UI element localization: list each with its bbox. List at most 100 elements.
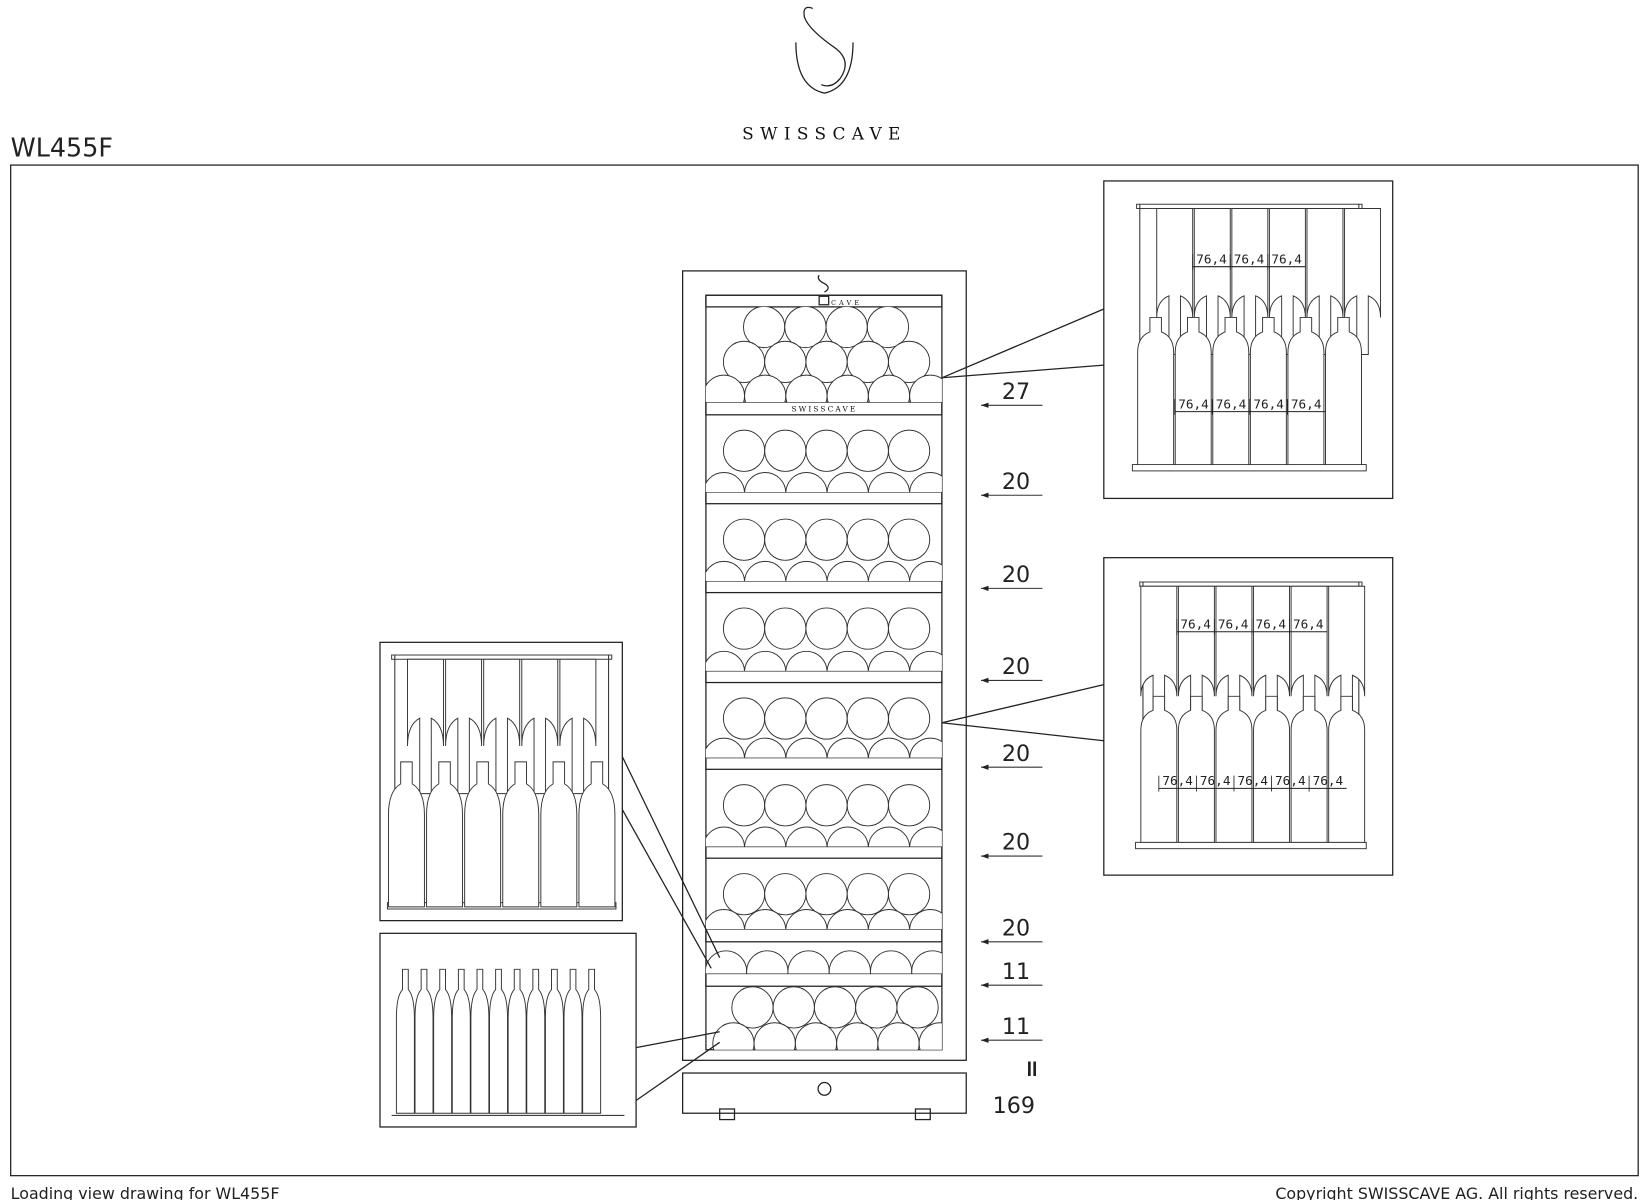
shelf-dimension: 20	[1002, 741, 1030, 767]
bottle-end	[909, 826, 942, 847]
bottle-end	[764, 784, 807, 827]
bottle-width-label: 76,4	[1162, 773, 1193, 788]
bottle-width-label: 76,4	[1178, 396, 1209, 411]
leader-line	[941, 684, 1104, 724]
foot-right	[914, 1108, 931, 1121]
arrow-left-icon	[981, 1037, 989, 1043]
bottle	[387, 761, 425, 908]
bottle-end	[911, 950, 942, 974]
bottle-end	[705, 472, 745, 493]
bottle	[540, 761, 578, 908]
bottle-width-label: 76,4	[1218, 617, 1249, 632]
bottle	[1287, 316, 1325, 466]
bottle	[426, 761, 464, 908]
leader-line	[941, 722, 1104, 742]
bottle-end	[909, 650, 942, 671]
bottle-end	[744, 374, 787, 403]
drawing-frame	[10, 164, 1639, 1177]
foot-left	[719, 1108, 736, 1121]
bottle-end	[846, 697, 889, 740]
leader-line	[941, 364, 1104, 379]
bottle	[433, 968, 453, 1114]
arrow-left-icon	[981, 585, 989, 592]
leader-line	[621, 809, 712, 969]
bottle-end	[867, 560, 911, 581]
bottle	[483, 658, 521, 795]
bottle-width-label: 76,4	[1234, 251, 1265, 266]
bottle-end	[867, 737, 911, 758]
total-capacity: 169	[993, 1093, 1035, 1119]
bottle-end	[867, 472, 911, 493]
bottle-end	[826, 909, 869, 930]
bottle-end	[772, 986, 815, 1029]
bottle-end	[918, 1022, 942, 1050]
shelf-rail	[705, 491, 943, 505]
bottle	[582, 968, 602, 1114]
bottle-end	[846, 518, 889, 561]
bottle-end	[896, 986, 939, 1029]
shelf-rail	[705, 845, 943, 859]
bottle-width-label: 76,4	[1313, 773, 1344, 788]
wine-cabinet: CAVE SWISSCAVE	[682, 270, 967, 1121]
detail-box	[379, 641, 623, 922]
bottle-end	[909, 909, 942, 930]
shelf-rail	[705, 972, 943, 987]
bottle	[578, 761, 616, 908]
cabinet-door	[682, 270, 967, 1061]
bottle-end	[805, 429, 848, 472]
bottle-end	[826, 650, 869, 671]
control-strip	[705, 294, 943, 308]
bottle-end	[909, 737, 942, 758]
detail-box	[1103, 557, 1394, 876]
bottle	[563, 968, 583, 1114]
bottle-width-label: 76,4	[1253, 396, 1284, 411]
bottle-width-label: 76,4	[1200, 773, 1231, 788]
equals-symbol: =	[1018, 1059, 1045, 1079]
bottle-end	[744, 650, 787, 671]
bottle	[1174, 316, 1212, 466]
bottle-end	[846, 607, 889, 650]
bottle	[470, 968, 490, 1114]
bottle-end	[722, 429, 766, 472]
bottle	[1212, 316, 1250, 466]
bottle-width-label: 76,4	[1293, 617, 1324, 632]
shelf-top	[1136, 203, 1363, 209]
bottle-width-label: 76,4	[1255, 617, 1286, 632]
bottle	[445, 658, 483, 795]
shelf-dimension: 20	[1002, 830, 1030, 856]
logo-shield-icon	[795, 42, 854, 94]
detail-box	[379, 932, 637, 1128]
bottle-end	[805, 697, 848, 740]
arrow-left-icon	[981, 402, 989, 408]
detail-left-upper	[379, 641, 721, 969]
bottle	[1290, 695, 1328, 843]
lock-icon[interactable]	[817, 1081, 832, 1096]
bottle	[464, 761, 502, 908]
control-button[interactable]	[818, 295, 830, 306]
bottle-end	[887, 340, 931, 384]
bottle	[544, 968, 564, 1114]
bottle-end	[744, 737, 787, 758]
bottle-end	[805, 784, 848, 827]
bottle-end	[909, 472, 942, 493]
bottle-end	[826, 560, 869, 581]
leader-line	[621, 756, 721, 958]
bottle	[1140, 695, 1178, 843]
bottle-end	[826, 826, 869, 847]
bottle	[507, 968, 527, 1114]
bottle-end	[744, 909, 787, 930]
bottle	[489, 968, 508, 1114]
bottle	[559, 658, 597, 795]
bottle-end	[909, 560, 942, 581]
bottle-end	[722, 784, 766, 827]
shelf-dimension: 11	[1002, 1014, 1030, 1040]
bottle-width-label: 76,4	[1237, 773, 1268, 788]
bottle-end	[764, 697, 807, 740]
arrow-left-icon	[981, 492, 989, 498]
bottle-end	[887, 607, 931, 650]
bottle	[395, 968, 415, 1114]
bottle	[414, 968, 434, 1114]
bottle-end	[877, 1022, 920, 1050]
